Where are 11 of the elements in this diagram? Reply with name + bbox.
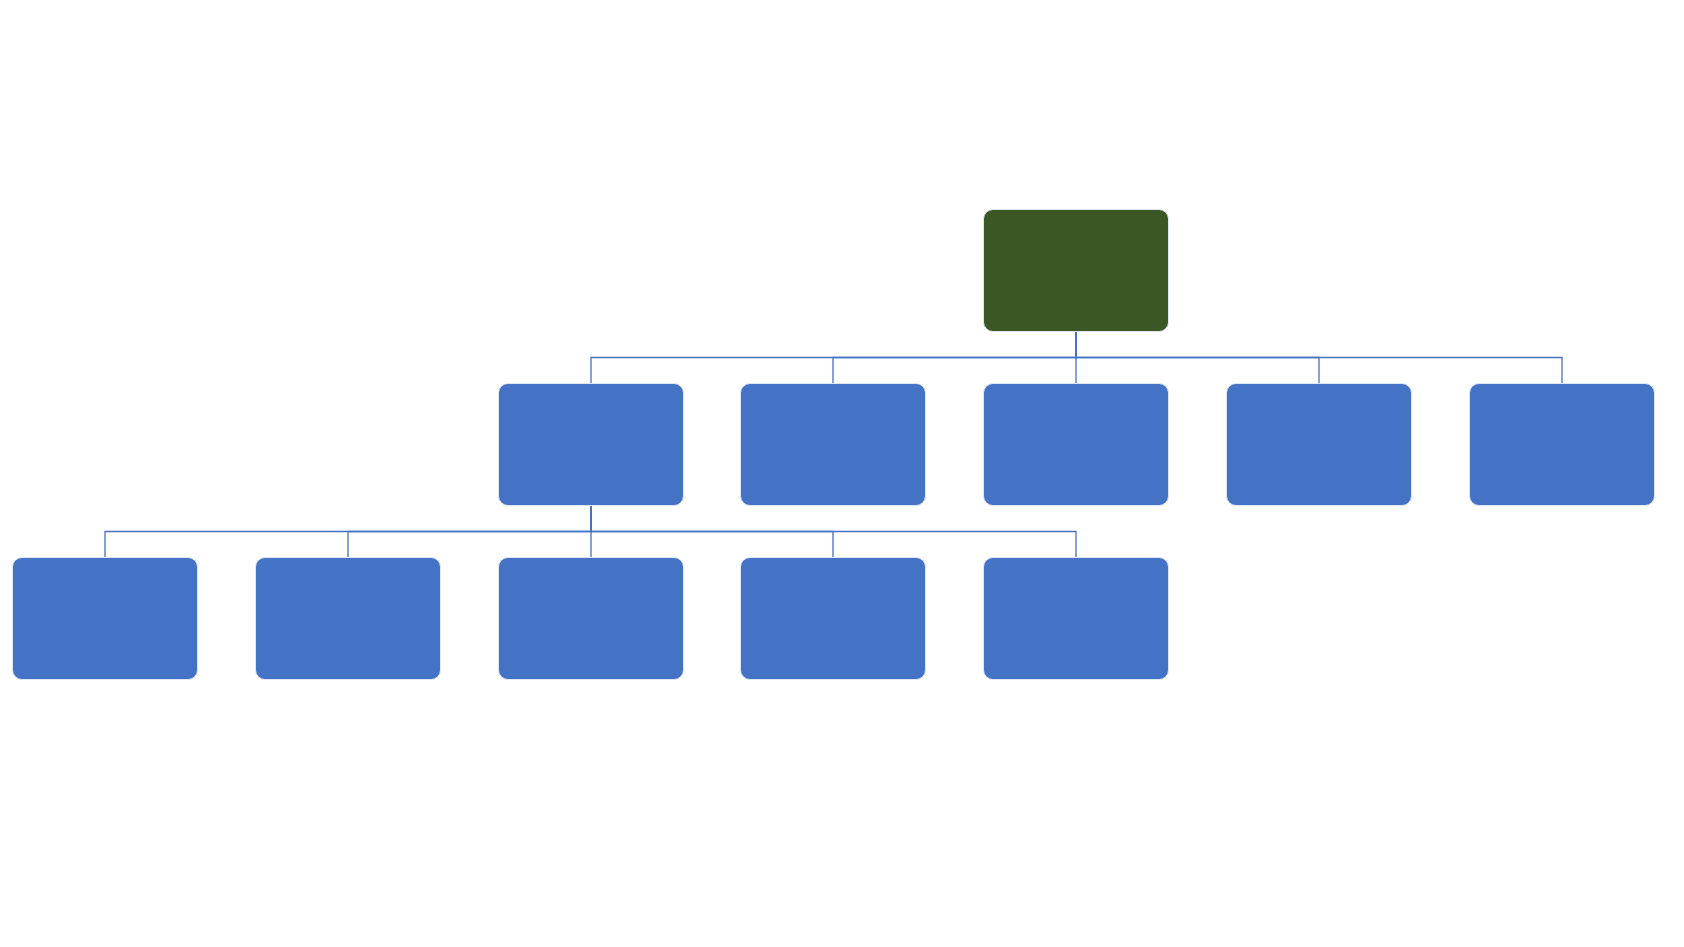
org-box [983,557,1169,680]
org-box [1226,383,1412,506]
org-box [983,383,1169,506]
org-box [12,557,198,680]
org-box [983,209,1169,332]
org-box [740,557,926,680]
org-box [255,557,441,680]
org-box [1469,383,1655,506]
org-box [740,383,926,506]
org-box [498,557,684,680]
org-box [498,383,684,506]
